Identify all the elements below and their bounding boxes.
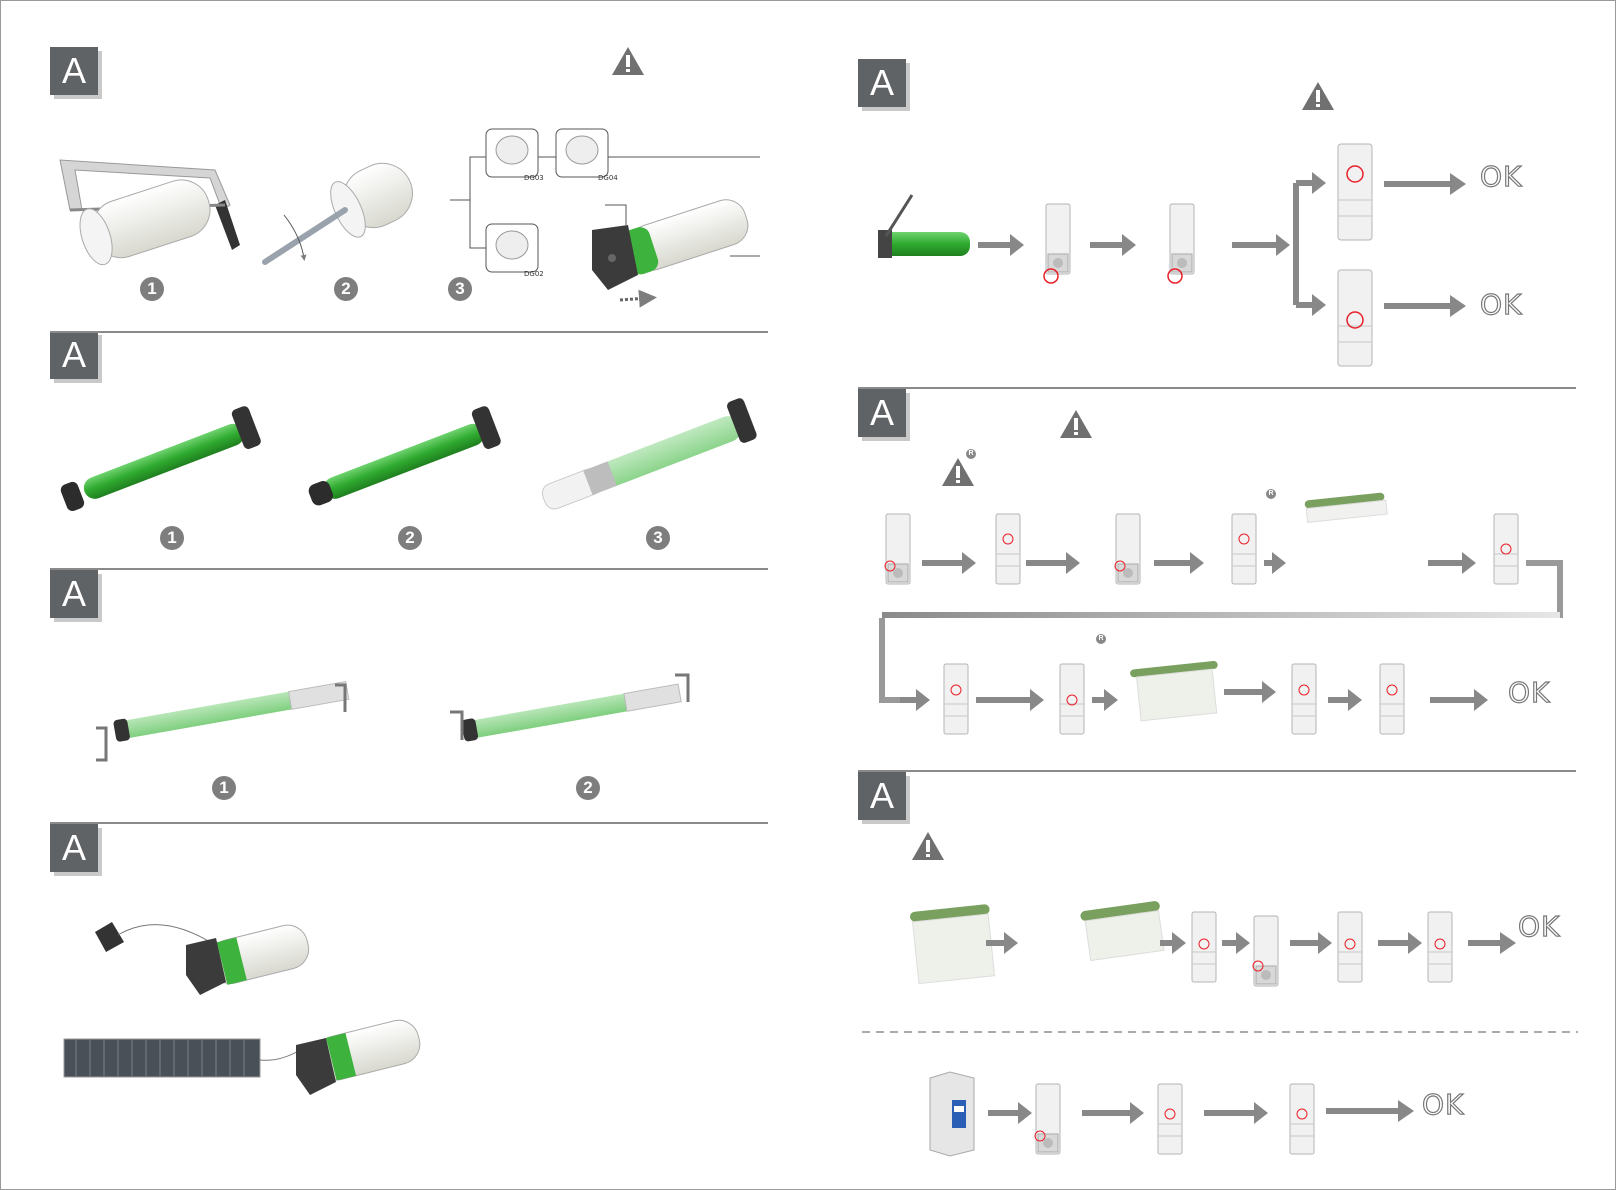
section-divider: [50, 568, 768, 570]
step-number-2: 2: [398, 526, 422, 550]
warning-triangle-icon: [1302, 82, 1336, 112]
section-a-badge: A: [50, 331, 98, 379]
section-a-badge: A: [858, 59, 906, 107]
tube-type-label: DG04: [598, 174, 618, 182]
step-number-2: 2: [576, 776, 600, 800]
warning-triangle-icon: [1060, 410, 1094, 440]
deburr-tool-icon: [265, 153, 422, 262]
ok-label: OK: [1422, 1088, 1464, 1121]
section-divider: [858, 387, 1576, 389]
pairing-diagram: [878, 144, 1372, 366]
section-divider: [50, 331, 768, 333]
step-number-1: 1: [140, 277, 164, 301]
step-number-2: 2: [334, 277, 358, 301]
section-divider: [858, 770, 1576, 772]
ok-label: OK: [1480, 288, 1522, 321]
warning-triangle-icon: [912, 832, 946, 862]
reset-diagram: [1035, 1084, 1314, 1154]
tube-type-label: DG02: [524, 270, 544, 278]
warning-triangle-icon: [942, 458, 976, 488]
adapter-motor-icon: [95, 921, 313, 995]
r-mark: R: [1096, 634, 1106, 644]
r-mark: R: [966, 449, 976, 459]
motor-insert-step-3: [535, 397, 758, 518]
section-a-badge: A: [50, 47, 98, 95]
ok-label: OK: [1508, 676, 1550, 709]
motor-insert-step-1: [56, 405, 262, 518]
section-a-badge: A: [50, 824, 98, 872]
section-a-badge: A: [50, 570, 98, 618]
solar-panel-icon: [64, 1016, 424, 1095]
motor-insert-step-2: [302, 405, 502, 515]
section-a-badge: A: [858, 772, 906, 820]
r-mark: R: [1266, 489, 1276, 499]
warning-triangle-icon: [612, 47, 646, 77]
section-divider: [50, 822, 768, 824]
section-a-badge: A: [858, 389, 906, 437]
circuit-breaker-icon: [930, 1072, 974, 1156]
step-number-3: 3: [646, 526, 670, 550]
ok-label: OK: [1518, 910, 1560, 943]
tube-selection-diagram: [450, 129, 760, 300]
tube-type-label: DG03: [524, 174, 544, 182]
ok-label: OK: [1480, 160, 1522, 193]
step-number-1: 1: [160, 526, 184, 550]
step-number-3: 3: [448, 277, 472, 301]
step-number-1: 1: [212, 776, 236, 800]
hacksaw-icon: [60, 160, 240, 269]
bracket-install-step-2: [450, 675, 688, 742]
bracket-install-step-1: [96, 680, 349, 760]
